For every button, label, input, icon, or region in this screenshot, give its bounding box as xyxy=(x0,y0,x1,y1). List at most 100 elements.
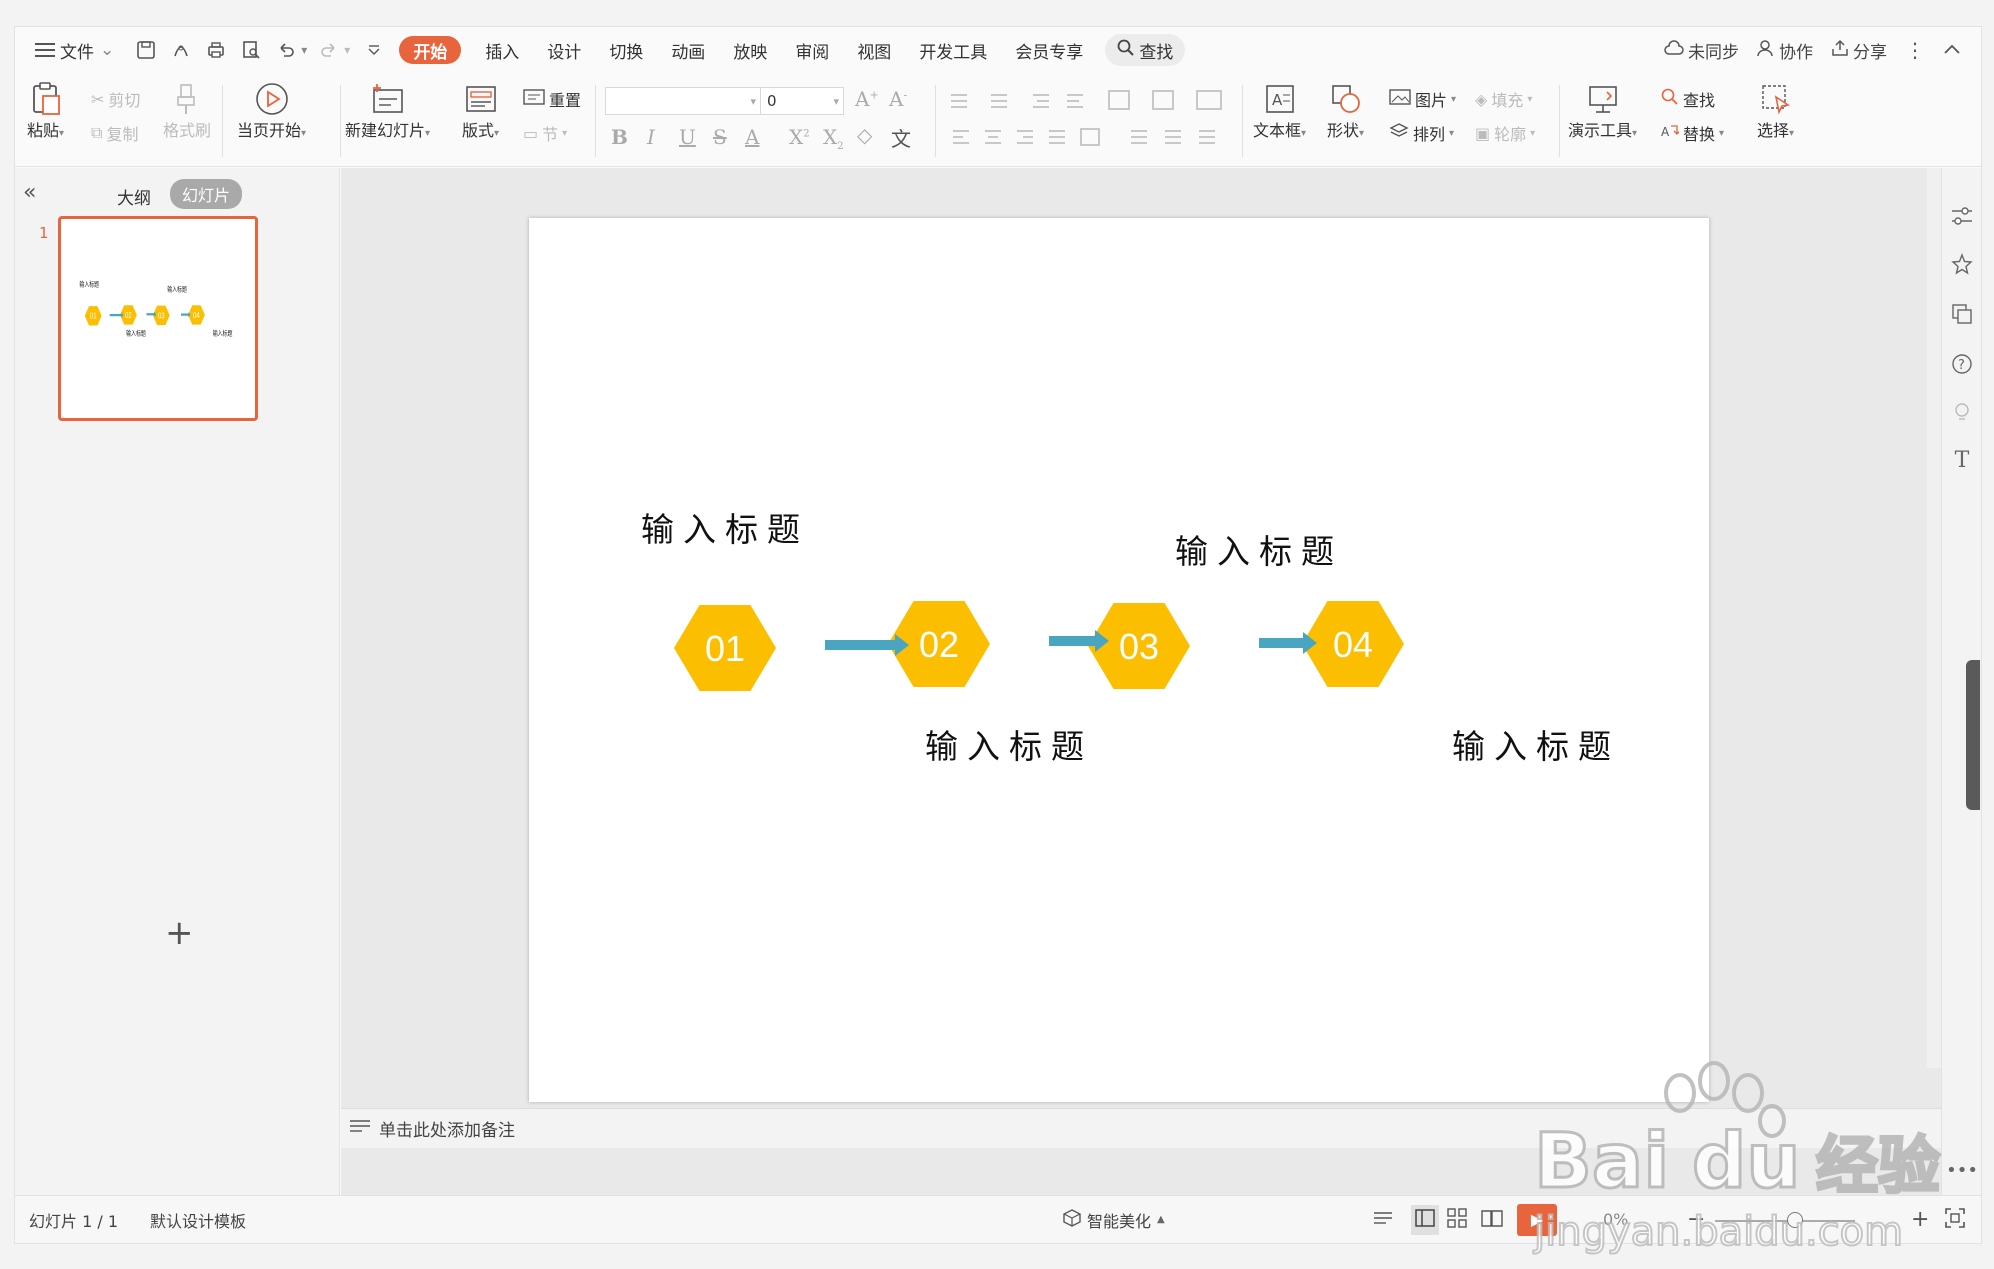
flow-arrow-3[interactable] xyxy=(1259,632,1317,654)
copy-button[interactable]: ⧉复制 xyxy=(91,121,138,145)
select-button[interactable]: 选择▾ xyxy=(1757,81,1794,141)
vertical-scrollbar[interactable] xyxy=(1927,168,1943,1068)
play-current-button[interactable]: 当页开始▾ xyxy=(237,81,306,141)
zoom-slider[interactable] xyxy=(1715,1220,1855,1222)
undo-dropdown-icon[interactable]: ▾ xyxy=(301,43,308,57)
arrange-button[interactable]: 排列▾ xyxy=(1389,121,1454,145)
replace-button[interactable]: A 替换▾ xyxy=(1661,121,1724,145)
copy-layout-icon[interactable] xyxy=(1950,302,1974,326)
bold-icon[interactable]: B xyxy=(611,125,628,149)
superscript-icon[interactable]: X2 xyxy=(789,125,810,149)
add-slide-button[interactable]: + xyxy=(165,913,194,953)
flow-arrow-2[interactable] xyxy=(1049,630,1109,652)
save-icon[interactable] xyxy=(134,38,158,62)
collapse-panel-icon[interactable]: « xyxy=(23,180,37,205)
tab-design[interactable]: 设计 xyxy=(547,42,582,63)
step-title-2[interactable]: 输入标题 xyxy=(925,727,1093,766)
phonetic-icon[interactable]: 文 xyxy=(891,127,911,151)
template-name[interactable]: 默认设计模板 xyxy=(150,1211,247,1231)
help-icon[interactable]: ? xyxy=(1950,352,1974,376)
presenter-tools-button[interactable]: 演示工具▾ xyxy=(1568,81,1637,141)
file-menu[interactable]: 文件 ⌄ xyxy=(33,27,128,73)
grid-view-icon[interactable] xyxy=(1447,1207,1467,1232)
tab-insert[interactable]: 插入 xyxy=(485,42,520,63)
shape-button[interactable]: 形状▾ xyxy=(1327,81,1364,141)
fill-button[interactable]: ◈填充▾ xyxy=(1475,87,1532,111)
font-size-select[interactable]: 0 ▾ xyxy=(760,87,844,115)
customize-toolbar-icon[interactable] xyxy=(362,38,386,62)
italic-icon[interactable]: I xyxy=(647,125,655,149)
search-box[interactable]: 查找 xyxy=(1105,34,1186,66)
flow-arrow-1[interactable] xyxy=(825,634,909,656)
tab-slideshow[interactable]: 放映 xyxy=(733,42,768,63)
fit-window-icon[interactable] xyxy=(1945,1207,1965,1232)
zoom-slider-handle[interactable] xyxy=(1787,1212,1803,1228)
zoom-in-icon[interactable]: + xyxy=(1911,1207,1930,1232)
step-title-1[interactable]: 输入标题 xyxy=(641,510,809,549)
redo-icon[interactable] xyxy=(317,38,341,62)
play-slideshow-button[interactable]: ▶ xyxy=(1517,1203,1557,1236)
tab-slides[interactable]: 幻灯片 xyxy=(170,179,243,209)
tab-outline[interactable]: 大纲 xyxy=(117,189,151,209)
step-hexagon-2[interactable] xyxy=(888,601,990,687)
print-icon[interactable] xyxy=(204,38,228,62)
notes-pane[interactable]: 单击此处添加备注 xyxy=(341,1108,1943,1148)
layout-button[interactable]: 版式▾ xyxy=(462,81,499,141)
share-button[interactable]: 分享 xyxy=(1831,38,1887,63)
cut-button[interactable]: ✂剪切 xyxy=(91,87,140,111)
strikethrough-icon[interactable]: S xyxy=(713,125,727,149)
font-color-icon[interactable]: A xyxy=(745,125,760,149)
star-icon[interactable] xyxy=(1950,252,1974,276)
step-hexagon-3[interactable] xyxy=(1088,603,1190,689)
font-shrink-icon[interactable]: A- xyxy=(889,87,908,111)
tab-developer[interactable]: 开发工具 xyxy=(919,42,988,63)
tab-member[interactable]: 会员专享 xyxy=(1015,42,1084,63)
font-grow-icon[interactable]: A+ xyxy=(855,87,879,111)
textbox-button[interactable]: A 文本框▾ xyxy=(1253,81,1306,141)
format-painter-button[interactable]: 格式刷 xyxy=(163,81,211,141)
text-tool-icon[interactable]: T xyxy=(1954,447,1970,473)
print-preview-icon[interactable] xyxy=(239,38,263,62)
reading-view-icon[interactable] xyxy=(1481,1208,1503,1232)
subscript-icon[interactable]: X2 xyxy=(823,125,844,152)
export-pdf-icon[interactable] xyxy=(169,38,193,62)
redo-dropdown-icon[interactable]: ▾ xyxy=(344,43,351,57)
eraser-icon[interactable]: ◇ xyxy=(857,123,873,147)
underline-icon[interactable]: U xyxy=(679,125,696,149)
picture-button[interactable]: 图片▾ xyxy=(1389,87,1456,111)
sync-button[interactable]: 未同步 xyxy=(1664,38,1739,63)
textbox-icon: A xyxy=(1262,81,1298,117)
font-name-select[interactable]: ▾ xyxy=(605,87,761,115)
zoom-out-icon[interactable]: − xyxy=(1687,1207,1706,1232)
find-button[interactable]: 查找 xyxy=(1661,87,1715,111)
tab-transitions[interactable]: 切换 xyxy=(609,42,644,63)
step-title-4[interactable]: 输入标题 xyxy=(1452,727,1620,766)
lightbulb-icon[interactable] xyxy=(1950,400,1974,424)
more-vertical-icon[interactable]: ⋮ xyxy=(1905,38,1925,62)
new-slide-button[interactable]: 新建幻灯片▾ xyxy=(345,81,430,141)
section-button[interactable]: ▭节▾ xyxy=(523,121,567,145)
notes-toggle-icon[interactable] xyxy=(1373,1209,1399,1231)
tab-review[interactable]: 审阅 xyxy=(795,42,830,63)
edge-handle[interactable] xyxy=(1966,660,1980,810)
undo-icon[interactable] xyxy=(274,38,298,62)
zoom-value[interactable]: 0% xyxy=(1603,1210,1629,1229)
smart-beautify-button[interactable]: 智能美化 ▲ xyxy=(1063,1208,1165,1232)
tab-view[interactable]: 视图 xyxy=(857,42,892,63)
collapse-ribbon-icon[interactable] xyxy=(1943,40,1961,60)
step-title-3[interactable]: 输入标题 xyxy=(1175,532,1343,571)
step-hexagon-4[interactable] xyxy=(1302,601,1404,687)
tab-home[interactable]: 开始 xyxy=(399,36,462,64)
more-horizontal-icon[interactable]: ••• xyxy=(1946,1159,1978,1181)
step-hexagon-1[interactable] xyxy=(674,605,776,691)
reset-button[interactable]: 重置 xyxy=(523,87,581,111)
settings-sliders-icon[interactable] xyxy=(1950,204,1974,228)
paragraph-format-icons[interactable] xyxy=(945,89,1235,159)
paste-button[interactable]: 粘贴▾ xyxy=(27,81,64,141)
tab-animations[interactable]: 动画 xyxy=(671,42,706,63)
collab-button[interactable]: 协作 xyxy=(1757,38,1813,63)
normal-view-icon[interactable] xyxy=(1411,1204,1439,1235)
outline-button[interactable]: ▣轮廓▾ xyxy=(1475,121,1535,145)
